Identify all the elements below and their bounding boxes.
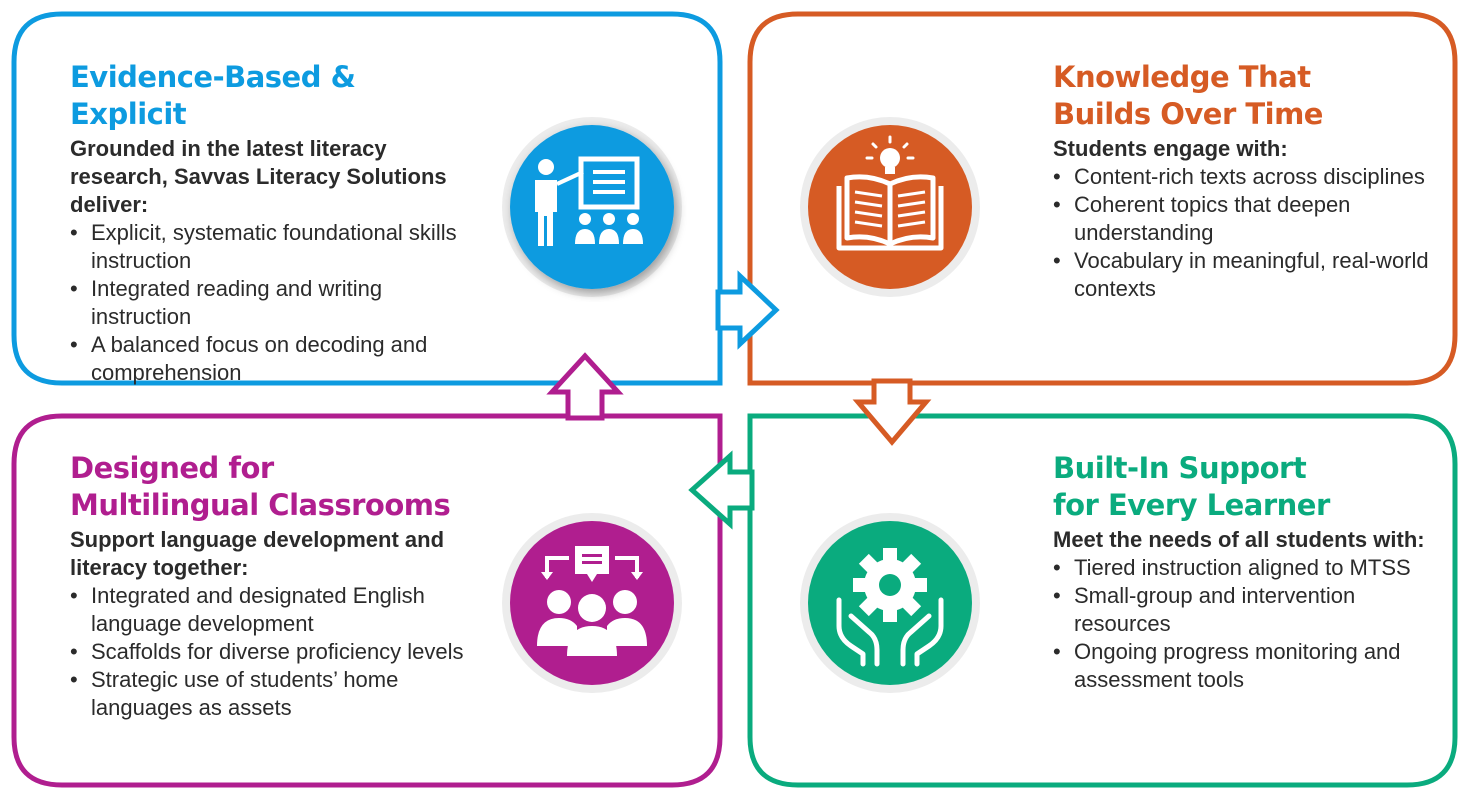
quadrant-title: Designed for Multilingual Classrooms <box>70 450 470 524</box>
quadrant-frame-orange <box>747 11 1458 386</box>
quadrant-frame-green <box>747 413 1458 788</box>
title-line: Builds Over Time <box>1053 97 1323 131</box>
title-line: Knowledge That <box>1053 60 1311 94</box>
bullet-list: Content-rich texts across disciplines Co… <box>1053 163 1433 303</box>
arrow-left-green <box>688 450 755 530</box>
arrow-up-purple <box>546 352 624 421</box>
list-item: A balanced focus on decoding and compreh… <box>70 331 470 387</box>
quadrant-support: Built-In Support for Every Learner Meet … <box>1053 450 1433 694</box>
title-line: Built-In Support <box>1053 451 1307 485</box>
list-item: Ongoing progress monitoring and assessme… <box>1053 638 1433 694</box>
title-line: Designed for <box>70 451 274 485</box>
bullet-list: Tiered instruction aligned to MTSS Small… <box>1053 554 1433 694</box>
list-item: Content-rich texts across disciplines <box>1053 163 1433 191</box>
quadrant-title: Knowledge That Builds Over Time <box>1053 59 1433 133</box>
hands-gear-icon <box>795 508 985 698</box>
list-item: Explicit, systematic foundational skills… <box>70 219 470 275</box>
list-item: Strategic use of students’ home language… <box>70 666 470 722</box>
quadrant-intro: Students engage with: <box>1053 136 1288 161</box>
quadrant-multilingual: Designed for Multilingual Classrooms Sup… <box>70 450 470 722</box>
quadrant-evidence: Evidence-Based & Explicit Grounded in th… <box>70 59 470 387</box>
title-line: for Every Learner <box>1053 488 1330 522</box>
quadrant-intro: Grounded in the latest literacy research… <box>70 136 447 217</box>
teacher-presentation-icon <box>497 112 687 302</box>
arrow-down-orange <box>852 378 932 446</box>
list-item: Coherent topics that deepen understandin… <box>1053 191 1433 247</box>
quadrant-title: Built-In Support for Every Learner <box>1053 450 1433 524</box>
quadrant-intro: Support language development and literac… <box>70 527 445 580</box>
list-item: Tiered instruction aligned to MTSS <box>1053 554 1433 582</box>
list-item: Vocabulary in meaningful, real-world con… <box>1053 247 1433 303</box>
arrow-right-blue <box>715 270 780 350</box>
bullet-list: Integrated and designated English langua… <box>70 582 470 722</box>
quadrant-intro: Meet the needs of all students with: <box>1053 527 1425 552</box>
bullet-list: Explicit, systematic foundational skills… <box>70 219 470 387</box>
list-item: Scaffolds for diverse proficiency levels <box>70 638 470 666</box>
quadrant-frame-purple <box>11 413 723 788</box>
title-line: Multilingual Classrooms <box>70 488 451 522</box>
quadrant-knowledge: Knowledge That Builds Over Time Students… <box>1053 59 1433 303</box>
list-item: Integrated and designated English langua… <box>70 582 470 638</box>
group-conversation-icon <box>497 508 687 698</box>
quadrant-title: Evidence-Based & Explicit <box>70 59 470 133</box>
title-line: Evidence-Based & Explicit <box>70 60 356 131</box>
list-item: Integrated reading and writing instructi… <box>70 275 470 331</box>
open-book-lightbulb-icon <box>795 112 985 302</box>
quadrant-frame-blue <box>11 11 723 386</box>
list-item: Small-group and intervention resources <box>1053 582 1433 638</box>
